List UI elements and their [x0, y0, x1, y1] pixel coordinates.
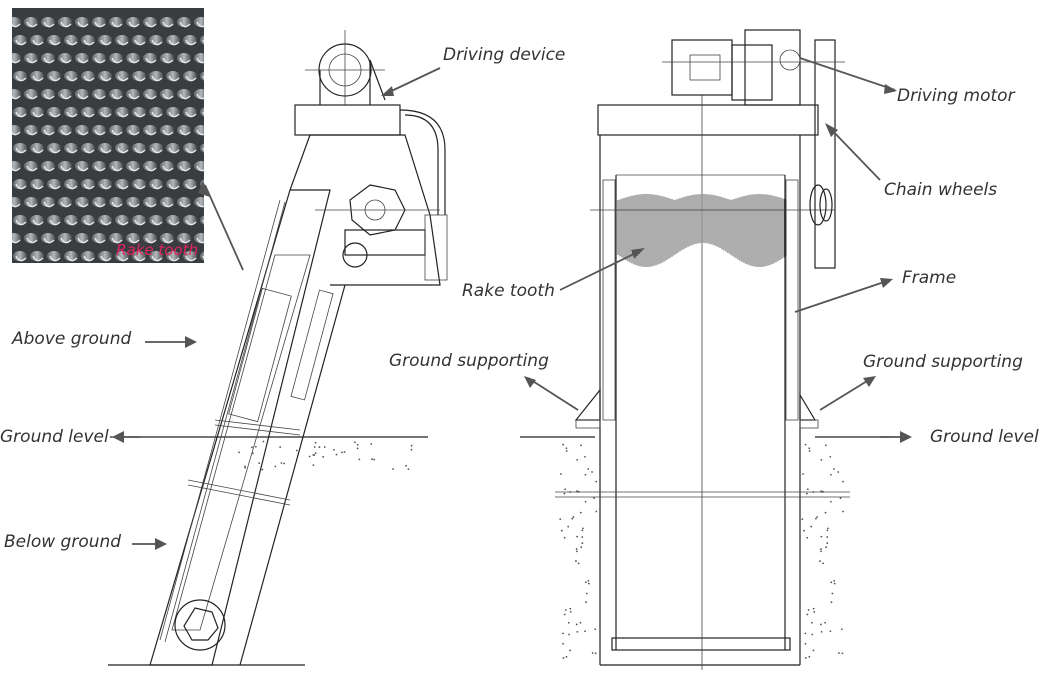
- rake-tooth-photo: Rake tooth: [12, 8, 204, 263]
- label-ground-supporting-left: Ground supporting: [389, 351, 549, 371]
- label-above-ground: Above ground: [12, 329, 132, 349]
- label-driving-motor: Driving motor: [897, 86, 1015, 106]
- rake-teeth-photo-icon: [12, 8, 204, 263]
- label-frame: Frame: [902, 268, 957, 288]
- label-driving-device: Driving device: [443, 45, 566, 65]
- label-chain-wheels: Chain wheels: [884, 180, 998, 200]
- front-view: [520, 29, 890, 670]
- photo-caption: Rake tooth: [116, 241, 198, 259]
- label-ground-supporting-right: Ground supporting: [863, 352, 1023, 372]
- side-view: [108, 30, 448, 666]
- label-ground-level-right: Ground level: [930, 427, 1039, 447]
- label-below-ground: Below ground: [4, 532, 122, 552]
- annotation-arrows: [112, 57, 912, 550]
- label-rake-tooth: Rake tooth: [462, 281, 555, 301]
- label-ground-level-left: Ground level: [0, 427, 109, 447]
